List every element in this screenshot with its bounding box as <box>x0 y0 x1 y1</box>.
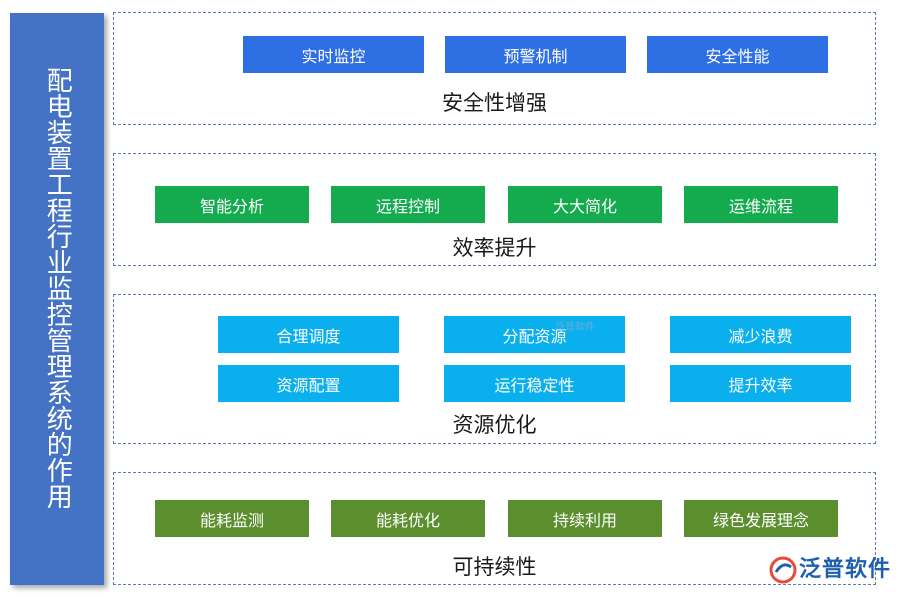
watermark: 泛普软件 <box>555 322 595 333</box>
item-realtime-monitoring: 实时监控 <box>243 36 424 73</box>
item-warning-mechanism: 预警机制 <box>445 36 626 73</box>
item-remote-control: 远程控制 <box>331 186 485 223</box>
item-reasonable-dispatch: 合理调度 <box>218 316 399 353</box>
item-green-development: 绿色发展理念 <box>684 500 838 537</box>
item-safety-performance: 安全性能 <box>647 36 828 73</box>
item-ops-process: 运维流程 <box>684 186 838 223</box>
section-sustainability: 能耗监测 能耗优化 持续利用 绿色发展理念 可持续性 <box>113 472 876 585</box>
item-energy-optimization: 能耗优化 <box>331 500 485 537</box>
section-efficiency: 智能分析 远程控制 大大简化 运维流程 效率提升 <box>113 153 876 266</box>
item-allocate-resources: 分配资源 <box>444 316 625 353</box>
sidebar-title-bar: 配电装置工程行业监控管理系统的作用 <box>10 13 104 585</box>
item-simplify: 大大简化 <box>508 186 662 223</box>
diagram-title: 配电装置工程行业监控管理系统的作用 <box>42 67 73 509</box>
section-title-resource: 资源优化 <box>452 413 537 437</box>
section-resource: 合理调度 分配资源 减少浪费 资源配置 运行稳定性 提升效率 资源优化 <box>113 294 876 444</box>
logo-text: 泛普软件 <box>799 557 892 582</box>
item-resource-config: 资源配置 <box>218 365 399 402</box>
section-safety: 实时监控 预警机制 安全性能 安全性增强 <box>113 12 876 125</box>
item-improve-efficiency: 提升效率 <box>670 365 851 402</box>
brand-logo: 泛普软件 <box>766 551 896 591</box>
item-smart-analysis: 智能分析 <box>155 186 309 223</box>
section-title-sustainability: 可持续性 <box>452 555 537 579</box>
logo-icon <box>769 556 797 584</box>
item-sustained-use: 持续利用 <box>508 500 662 537</box>
section-title-efficiency: 效率提升 <box>452 236 537 260</box>
section-title-safety: 安全性增强 <box>442 91 547 115</box>
item-reduce-waste: 减少浪费 <box>670 316 851 353</box>
item-operational-stability: 运行稳定性 <box>444 365 625 402</box>
item-energy-monitoring: 能耗监测 <box>155 500 309 537</box>
